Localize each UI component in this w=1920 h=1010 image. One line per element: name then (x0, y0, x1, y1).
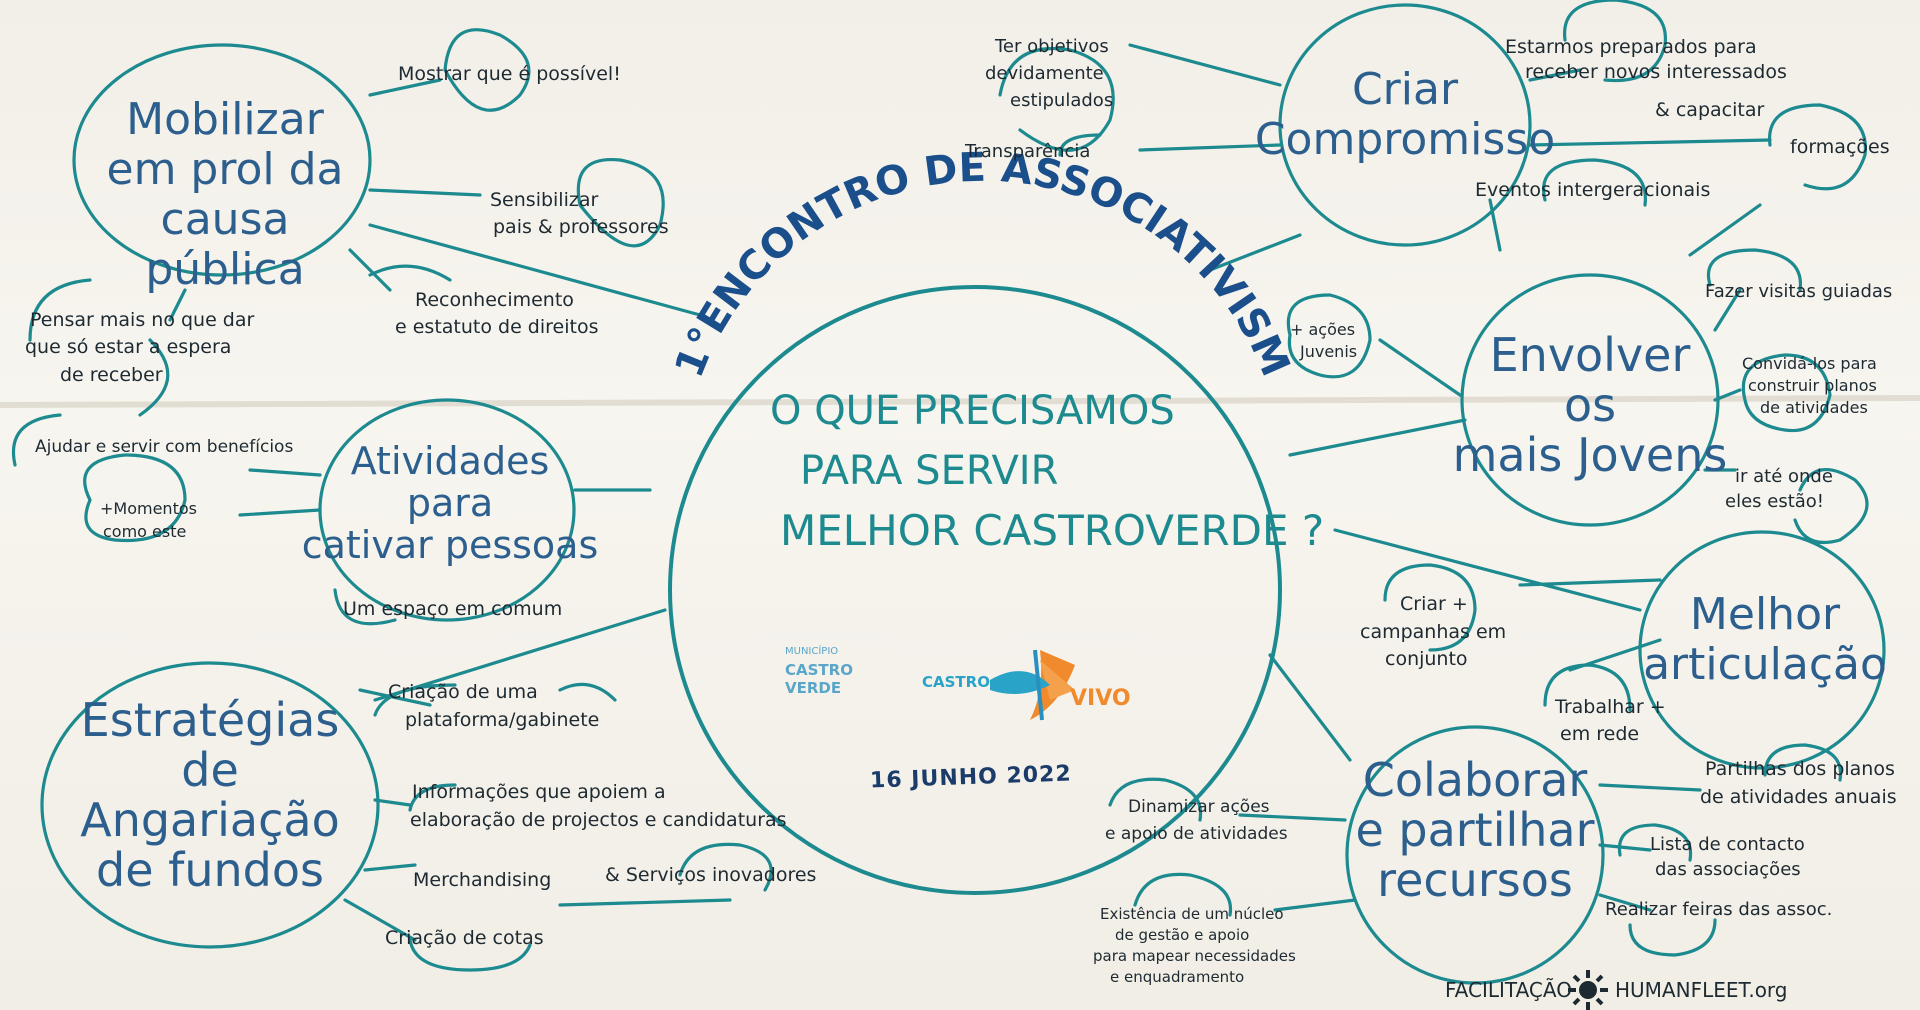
item-pensar-1: Pensar mais no que dar (30, 309, 255, 331)
node-criar-circle (1278, 3, 1532, 247)
item-atividades-anuais: de atividades anuais (1700, 786, 1897, 808)
item-mapear: para mapear necessidades (1093, 947, 1296, 965)
item-servicos-inovadores: & Serviços inovadores (605, 864, 817, 886)
item-estarmos: Estarmos preparados para (1505, 36, 1757, 58)
item-criacao-cotas: Criação de cotas (385, 927, 544, 949)
item-estatuto: e estatuto de direitos (395, 316, 599, 338)
center-question-line-2: PARA SERVIR (800, 448, 1059, 494)
logo-vivo-label: VIVO (1070, 686, 1131, 711)
paper-fold (0, 395, 1920, 408)
item-convida-los: Convidá-los para (1742, 354, 1877, 373)
item-elaboracao: elaboração de projectos e candidaturas (410, 809, 787, 831)
logo-castro-label: CASTRO (922, 673, 990, 691)
item-merchandising: Merchandising (413, 869, 552, 891)
item-sensibilizar: Sensibilizar (490, 189, 599, 211)
item-realizar-feiras: Realizar feiras das assoc. (1605, 899, 1833, 920)
item-pensar-3: de receber (60, 364, 163, 386)
center-question-line-1: O QUE PRECISAMOS (770, 388, 1175, 434)
item-pais-professores: pais & professores (493, 216, 669, 238)
item-partilhas: Partilhas dos planos (1705, 758, 1895, 780)
node-mobilizar-circle (72, 43, 372, 277)
center-circle (668, 285, 1282, 895)
item-enquadramento: e enquadramento (1110, 968, 1245, 986)
item-transparencia: Transparência (965, 141, 1091, 162)
item-capacitar: & capacitar (1655, 99, 1765, 121)
node-colaborar-circle (1345, 725, 1605, 985)
item-eventos-intergeracionais: Eventos intergeracionais (1475, 179, 1711, 201)
item-momentos: +Momentos (100, 499, 197, 518)
item-criacao-uma: Criação de uma (388, 681, 538, 703)
item-em-rede: em rede (1560, 723, 1640, 745)
item-de-atividades: de atividades (1760, 398, 1868, 417)
item-campanhas: campanhas em (1360, 621, 1507, 643)
item-informacoes: Informações que apoiem a (412, 781, 666, 803)
item-estipulados: estipulados (1010, 90, 1114, 111)
connector-lines (12, 0, 1886, 985)
item-ajudar: Ajudar e servir com benefícios (35, 437, 294, 457)
node-estrategias-circle (40, 661, 380, 949)
logo-municipio: MUNICÍPIO CASTRO VERDE (785, 646, 853, 697)
footer-facilitacao: FACILITAÇÃO (1445, 978, 1572, 1002)
item-lista-contacto: Lista de contacto (1650, 834, 1805, 855)
footer-humanfleet: HUMANFLEET.org (1615, 978, 1788, 1002)
item-ir-ate: ir até onde (1735, 466, 1833, 487)
item-eles-estao: eles estão! (1725, 491, 1825, 512)
castro-vivo-logo-mark (990, 649, 1075, 721)
item-gestao-apoio: de gestão e apoio (1115, 926, 1250, 944)
item-receber-novos: receber novos interessados (1525, 61, 1787, 83)
item-existencia: Existência de um núcleo (1100, 905, 1284, 923)
item-dinamizar: Dinamizar ações (1128, 797, 1270, 817)
item-pensar-2: que só estar a espera (25, 336, 232, 358)
item-visitas-guiadas: Fazer visitas guiadas (1705, 281, 1893, 302)
item-mostrar: Mostrar que é possível! (398, 63, 621, 85)
item-espaco-comum: Um espaço em comum (343, 598, 563, 620)
item-juvenis: Juvenis (1300, 342, 1358, 361)
item-conjunto: conjunto (1385, 648, 1468, 670)
item-plataforma: plataforma/gabinete (405, 709, 600, 731)
item-devidamente: devidamente (985, 63, 1104, 84)
item-reconhecimento: Reconhecimento (415, 289, 574, 311)
node-melhor-circle (1638, 530, 1886, 770)
item-trabalhar: Trabalhar + (1555, 696, 1666, 718)
item-ter-objetivos: Ter objetivos (995, 36, 1109, 57)
item-como-este: como este (103, 522, 187, 541)
item-apoio-atividades: e apoio de atividades (1105, 824, 1288, 844)
item-construir-planos: construir planos (1748, 376, 1877, 395)
center-question-line-3: MELHOR CASTROVERDE ? (780, 506, 1325, 555)
item-das-associacoes: das associações (1655, 859, 1801, 880)
item-mais-acoes: + ações (1290, 320, 1356, 339)
humanfleet-sun-icon (1568, 970, 1608, 1010)
item-formacoes: formações (1790, 136, 1890, 158)
item-criar-mais: Criar + (1400, 593, 1468, 615)
